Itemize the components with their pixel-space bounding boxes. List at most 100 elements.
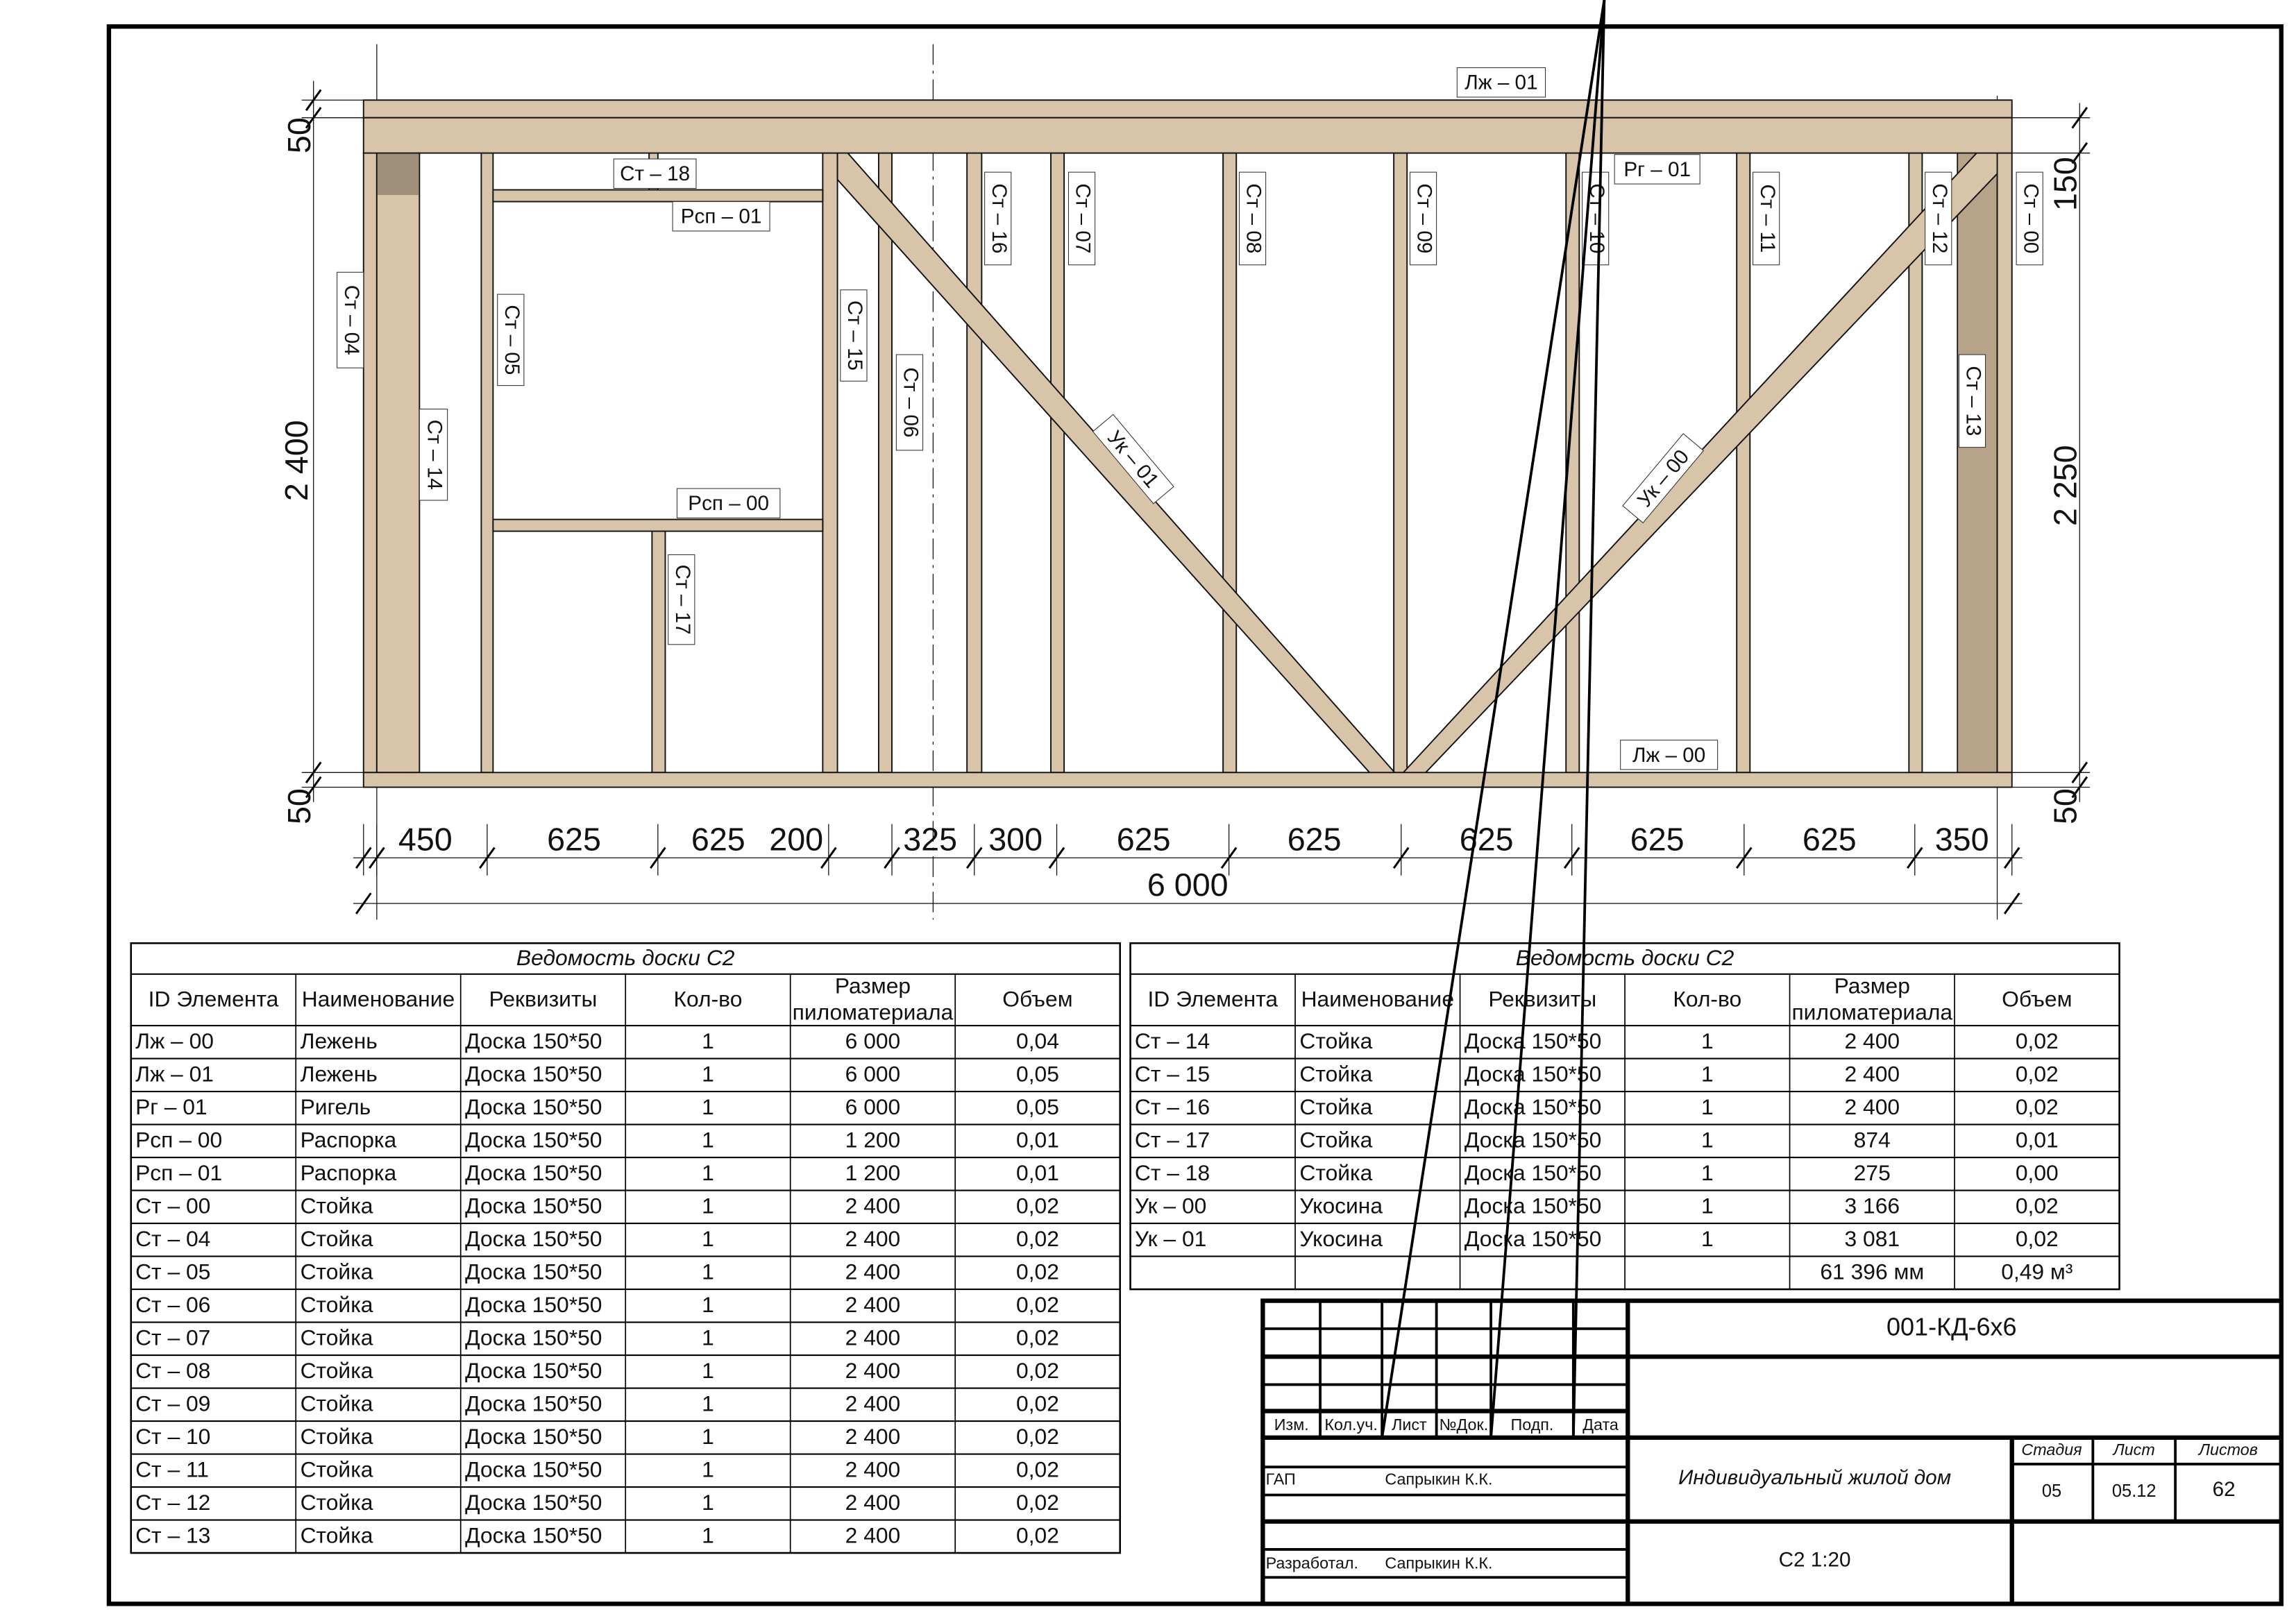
column-header: Наименование <box>1301 986 1454 1011</box>
table-cell: 0,02 <box>1016 1490 1059 1515</box>
table-cell: Доска 150*50 <box>465 1127 602 1152</box>
column-header: Наименование <box>302 986 455 1011</box>
table-cell: 0,00 <box>2016 1160 2059 1185</box>
table-cell: Ст – 13 <box>135 1522 210 1547</box>
table-cell: Стойка <box>301 1259 373 1284</box>
table-cell: Доска 150*50 <box>465 1061 602 1086</box>
table-cell: Доска 150*50 <box>1464 1193 1601 1218</box>
column-header: Объем <box>1002 986 1072 1011</box>
element-label: Лж – 00 <box>1620 740 1719 770</box>
table-cell: Рсп – 00 <box>135 1127 222 1152</box>
table-cell: Ст – 10 <box>135 1424 210 1449</box>
table-cell: Ст – 15 <box>1135 1061 1210 1086</box>
sheet-border <box>106 24 2284 1606</box>
column-header: Размер <box>835 973 911 998</box>
table-cell: 0,02 <box>1016 1193 1059 1218</box>
stud <box>375 152 421 774</box>
stud <box>1050 152 1065 774</box>
table-cell: Стойка <box>301 1226 373 1251</box>
element-label-text: Ст – 13 <box>1962 366 1985 436</box>
table-cell: Ст – 06 <box>135 1292 210 1317</box>
table-cell: 61 396 мм <box>1820 1259 1924 1284</box>
dimension-tick <box>355 892 372 915</box>
table-cell: Ук – 01 <box>1135 1226 1206 1251</box>
table-cell: Ст – 14 <box>1135 1028 1210 1053</box>
table-cell: 0,02 <box>2016 1061 2059 1086</box>
table-cell: Распорка <box>301 1127 397 1152</box>
table-cell: 0,02 <box>2016 1226 2059 1251</box>
wall-frame-drawing <box>362 44 2013 920</box>
table-cell: Доска 150*50 <box>1464 1226 1601 1251</box>
table-cell: 1 <box>702 1226 714 1251</box>
sheets-value: 62 <box>2213 1478 2236 1501</box>
stud <box>651 530 666 774</box>
table-cell: 0,01 <box>2016 1127 2059 1152</box>
element-label-text: Ст – 08 <box>1242 183 1265 253</box>
table-cell: Ст – 08 <box>135 1358 210 1383</box>
element-label: Ст – 18 <box>613 158 697 189</box>
element-label-text: Ст – 15 <box>843 300 866 371</box>
dimension-value: 325 <box>903 821 957 857</box>
column-header: Объем <box>2002 986 2072 1011</box>
table-cell: 2 400 <box>845 1226 901 1251</box>
title-block-column-header: Дата <box>1582 1416 1619 1434</box>
table-cell: 1 <box>702 1490 714 1515</box>
table-cell: Доска 150*50 <box>465 1226 602 1251</box>
table-cell: 0,02 <box>2016 1094 2059 1119</box>
element-label-text: Рсп – 00 <box>688 492 769 515</box>
table-cell: 0,49 м³ <box>2001 1259 2073 1284</box>
table-cell: 1 <box>1701 1028 1714 1053</box>
table-cell: Доска 150*50 <box>465 1490 602 1515</box>
table-cell: Ст – 16 <box>1135 1094 1210 1119</box>
table-cell: 1 200 <box>845 1127 901 1152</box>
table-cell: 0,02 <box>1016 1391 1059 1416</box>
column-header: Реквизиты <box>1488 986 1596 1011</box>
sheet-title: С2 1:20 <box>1779 1549 1851 1572</box>
dimension-value: 625 <box>1460 821 1514 857</box>
table-cell: 0,05 <box>1016 1061 1059 1086</box>
column-header: Реквизиты <box>489 986 598 1011</box>
table-cell: 1 <box>1701 1226 1714 1251</box>
element-label: Рсп – 00 <box>676 488 781 518</box>
brace-uk-00 <box>1392 152 1998 784</box>
column-header: пиломатериала <box>1791 999 1952 1024</box>
brace-uk-01 <box>836 152 1403 781</box>
table-cell: 0,02 <box>1016 1522 1059 1547</box>
dimension-value: 200 <box>769 821 823 857</box>
table-cell: 2 400 <box>1845 1028 1900 1053</box>
stud <box>362 152 378 774</box>
table-cell: 874 <box>1854 1127 1891 1152</box>
table-cell: Стойка <box>1299 1094 1372 1119</box>
stud <box>1736 152 1751 774</box>
stage-label: Стадия <box>2021 1441 2082 1459</box>
stud-shade <box>1958 153 1997 772</box>
table-cell: Ст – 17 <box>1135 1127 1210 1152</box>
column-header: пиломатериала <box>793 999 954 1024</box>
table-cell: 3 081 <box>1845 1226 1900 1251</box>
table-cell: 1 <box>702 1325 714 1350</box>
table-cell: Стойка <box>301 1522 373 1547</box>
table-cell: 1 <box>702 1193 714 1218</box>
table-cell: Доска 150*50 <box>1464 1160 1601 1185</box>
element-label: Ст – 07 <box>1067 171 1096 266</box>
stud-end-shade <box>377 153 419 196</box>
stud <box>1996 152 2013 774</box>
table-cell: 0,02 <box>1016 1424 1059 1449</box>
table-cell: 1 <box>702 1160 714 1185</box>
table-cell: Лежень <box>301 1061 378 1086</box>
table-cell: Доска 150*50 <box>1464 1094 1601 1119</box>
element-label-text: Рсп – 01 <box>681 205 762 228</box>
rigel-rg-01 <box>362 117 2013 154</box>
stud <box>877 152 893 774</box>
table-cell: Ук – 00 <box>1135 1193 1206 1218</box>
table-cell: Рг – 01 <box>135 1094 208 1119</box>
